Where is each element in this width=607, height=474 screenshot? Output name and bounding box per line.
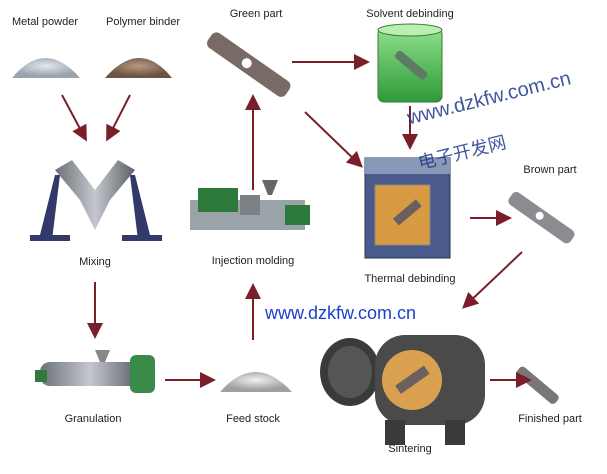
injection-molding-machine [190, 180, 310, 230]
arrow-brown-to-sintering [462, 251, 523, 309]
label-metal-powder: Metal powder [11, 16, 79, 28]
thermal-debinding-oven [364, 157, 451, 259]
label-mixing: Mixing [79, 256, 111, 268]
finished-part-image [516, 366, 559, 404]
label-green-part: Green part [229, 8, 283, 20]
arrow-metal-to-mixing [61, 94, 87, 142]
brown-part-image [508, 191, 575, 244]
arrow-green-to-thermal [304, 111, 363, 168]
polymer-binder-pile [105, 58, 172, 78]
label-brown-part: Brown part [523, 164, 577, 176]
granulation-machine [35, 350, 155, 393]
mixing-machine [30, 160, 162, 241]
green-part-image [207, 32, 291, 97]
label-polymer-binder: Polymer binder [106, 16, 180, 28]
label-solvent-debinding: Solvent debinding [366, 8, 454, 20]
label-thermal-debinding: Thermal debinding [364, 273, 456, 285]
label-granulation: Granulation [64, 413, 122, 425]
sintering-furnace [320, 335, 485, 445]
feed-stock-pile [220, 372, 292, 392]
flow-arrows [61, 54, 532, 388]
metal-powder-pile [12, 58, 80, 78]
label-sintering: Sintering [388, 443, 432, 455]
label-feed-stock: Feed stock [226, 413, 280, 425]
label-injection-molding: Injection molding [211, 255, 295, 267]
label-finished-part: Finished part [518, 413, 582, 425]
watermark-url-center: www.dzkfw.com.cn [265, 303, 417, 323]
solvent-debinding-beaker [377, 23, 443, 103]
arrow-binder-to-mixing [106, 94, 131, 142]
